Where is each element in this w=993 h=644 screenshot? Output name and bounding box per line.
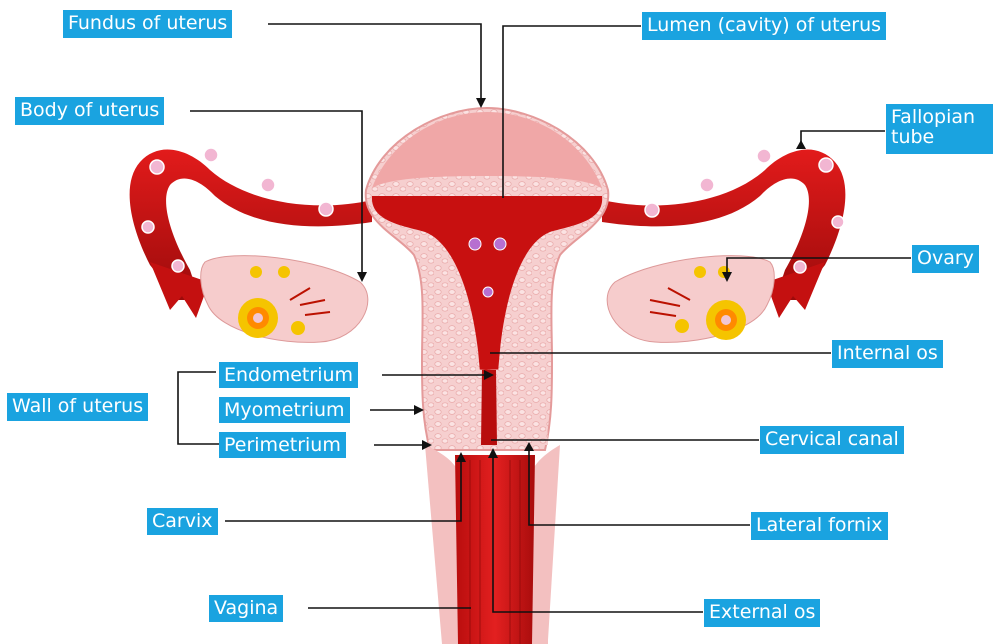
label-fallopian-line2: tube [891,127,988,147]
label-vagina: Vagina [209,595,283,622]
label-perimetrium: Perimetrium [219,432,346,458]
cervical-canal [481,370,497,445]
label-wall-of-uterus: Wall of uterus [7,393,148,421]
label-body-of-uterus: Body of uterus [15,97,164,125]
label-endometrium: Endometrium [219,362,358,388]
label-internal-os: Internal os [832,340,943,368]
label-fundus-of-uterus: Fundus of uterus [63,10,232,38]
right-ovary [607,256,774,343]
label-lumen-of-uterus: Lumen (cavity) of uterus [642,12,886,40]
label-external-os: External os [704,599,820,627]
uterine-lumen [372,196,602,372]
left-ovary [201,256,368,343]
label-cervical-canal: Cervical canal [760,426,904,454]
label-myometrium: Myometrium [219,397,350,423]
label-fallopian-line1: Fallopian [891,107,988,127]
label-ovary: Ovary [912,245,979,273]
label-carvix: Carvix [147,508,218,535]
label-fallopian-tube: Fallopian tube [886,104,993,154]
vaginal-canal [455,455,535,644]
label-lateral-fornix: Lateral fornix [751,512,888,540]
